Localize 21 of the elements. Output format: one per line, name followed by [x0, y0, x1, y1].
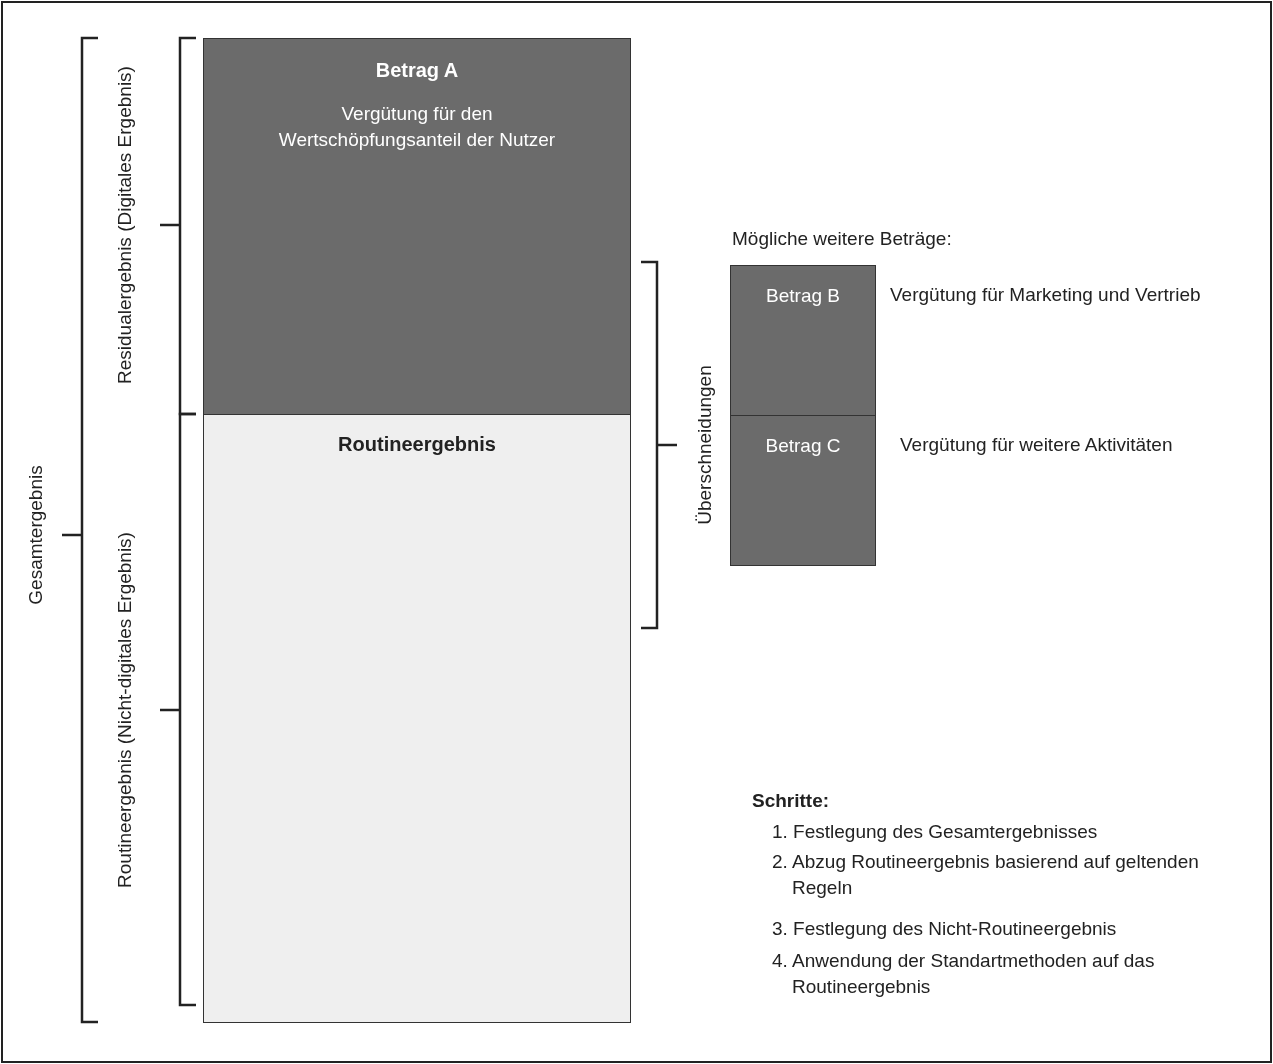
box-text: Vergütung für den Wertschöpfungsanteil der Nutzer [277, 102, 557, 152]
list-item: 4. Anwendung der Standartmethoden auf das Routineergebnis [772, 949, 1156, 999]
description-text: Vergütung für Marketing und Vertrieb [890, 283, 1202, 307]
list-item: 1. Festlegung des Gesamtergebnisses [772, 820, 1099, 844]
light-area-box [203, 414, 631, 1023]
box-heading: Betrag A [374, 58, 460, 83]
rotated-label: Gesamtergebnis [24, 464, 47, 607]
box-heading: Betrag C [764, 434, 842, 458]
rotated-label: Routineergebnis (Nicht-digitales Ergebnis) [113, 531, 136, 890]
rotated-label: Residualergebnis (Digitales Ergebnis) [113, 65, 136, 385]
list-item: 3. Festlegung des Nicht-Routineergebnis [772, 917, 1118, 941]
list-heading: Schritte: [752, 789, 830, 813]
dark-area-box [730, 265, 876, 416]
dark-area-box [203, 38, 631, 415]
list-item: 2. Abzug Routineergebnis basierend auf geltenden Regeln [772, 850, 1200, 900]
dark-area-box [730, 415, 876, 566]
box-heading: Routineergebnis [337, 432, 497, 457]
box-heading: Betrag B [765, 284, 841, 308]
note-text: Mögliche weitere Beträge: [732, 227, 952, 251]
rotated-label: Überschneidungen [693, 364, 716, 527]
description-text: Vergütung für weitere Aktivitäten [900, 433, 1174, 457]
